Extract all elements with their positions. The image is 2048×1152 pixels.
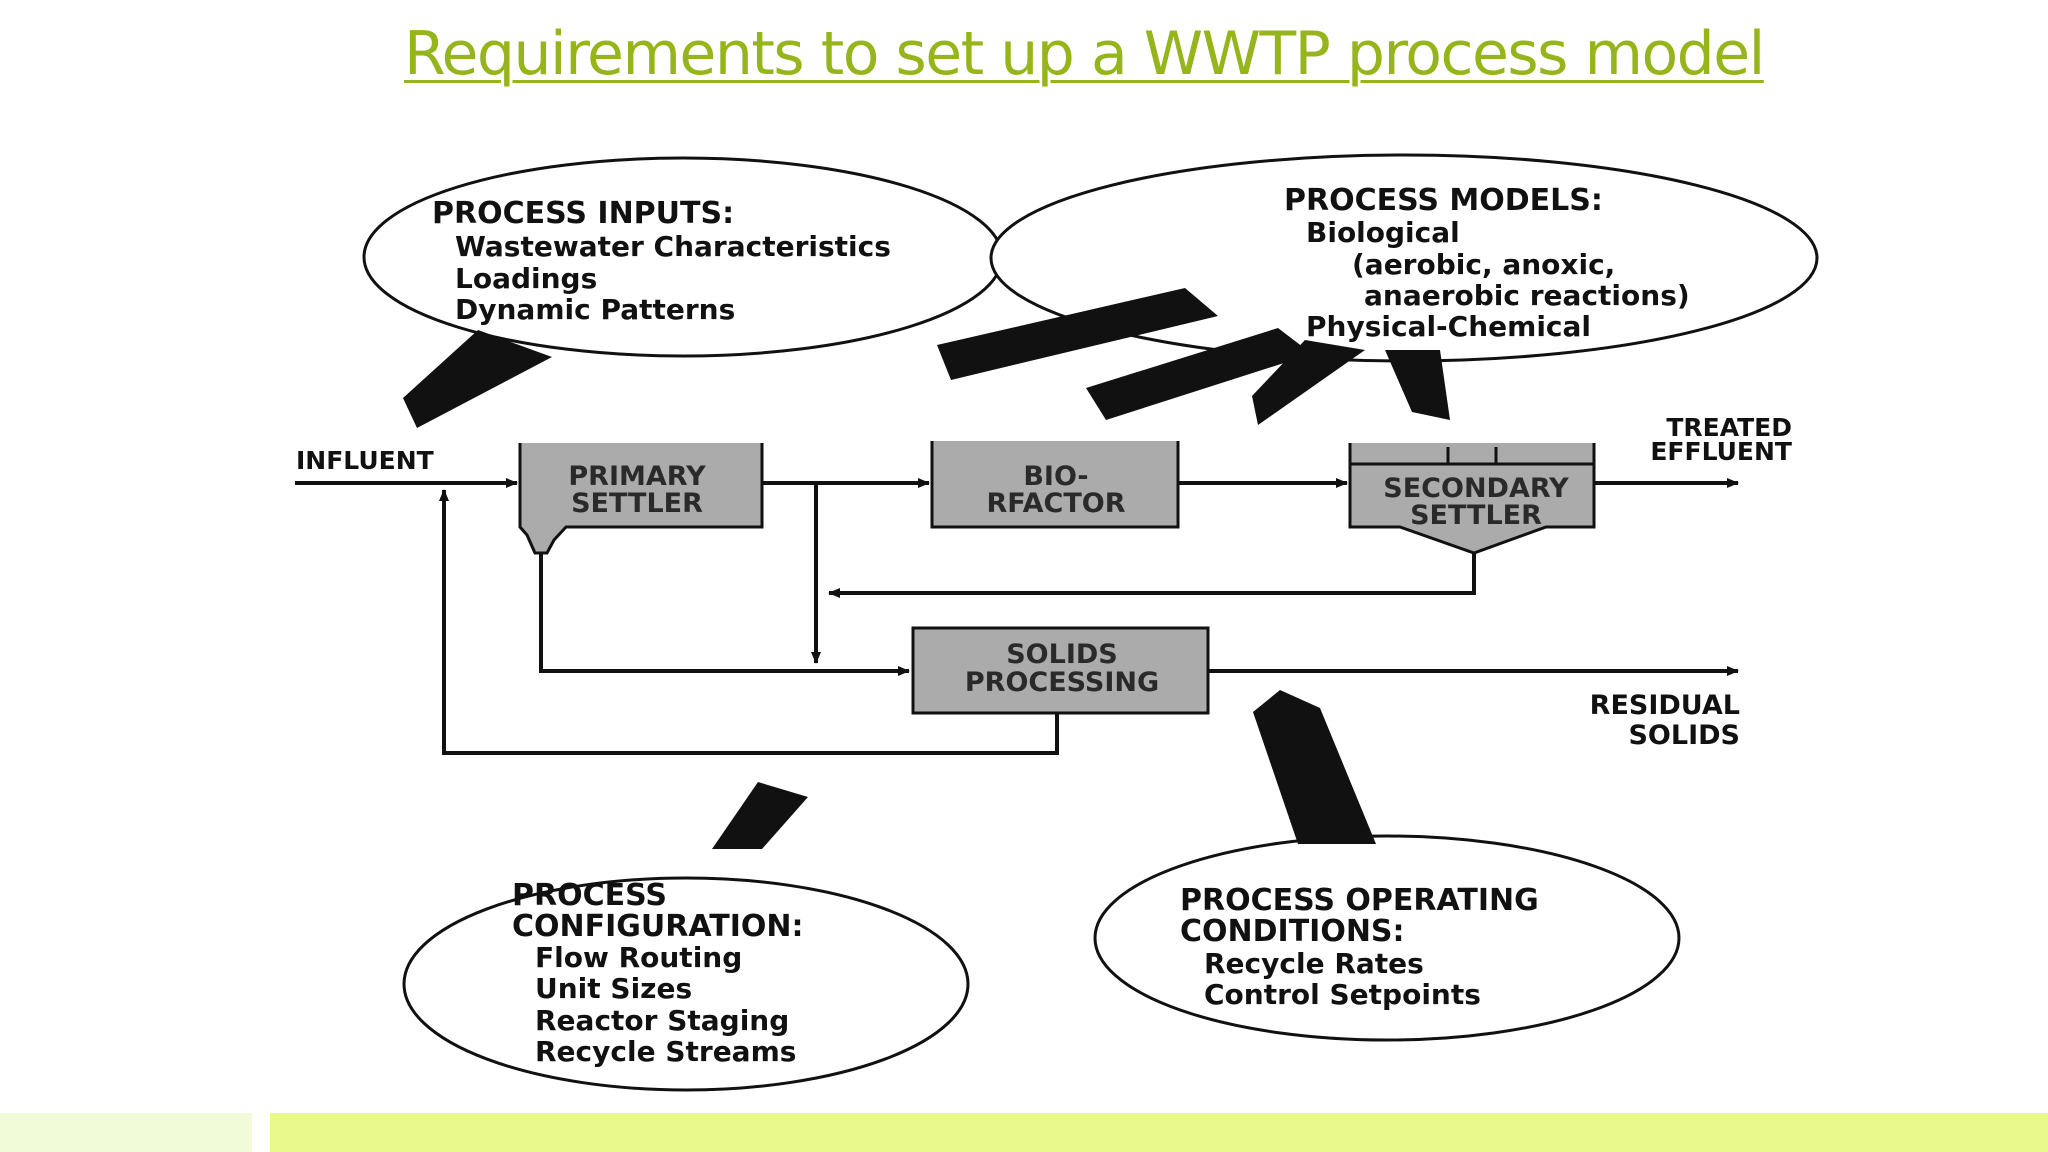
process-configuration-item: Unit Sizes bbox=[535, 972, 692, 1005]
bioreactor-label: RFACTOR bbox=[986, 488, 1125, 519]
residual-solids-label: RESIDUAL bbox=[1590, 690, 1740, 721]
process-models-line: (aerobic, anoxic, bbox=[1352, 248, 1615, 281]
process-operating-conditions-item: Recycle Rates bbox=[1204, 947, 1424, 980]
configuration-wedge-arrow bbox=[712, 782, 808, 849]
process-configuration-heading: CONFIGURATION: bbox=[512, 909, 804, 944]
process-inputs-item: Wastewater Characteristics bbox=[455, 230, 891, 263]
slide-title: Requirements to set up a WWTP process mo… bbox=[404, 19, 1765, 89]
primary-settler-box bbox=[518, 443, 764, 555]
treated-effluent-label: TREATED bbox=[1666, 413, 1792, 442]
process-models-line: anaerobic reactions) bbox=[1364, 279, 1690, 312]
process-inputs-item: Dynamic Patterns bbox=[455, 293, 735, 326]
operating-conditions-wedge-arrow bbox=[1253, 690, 1376, 844]
primary-settler-label: PRIMARY bbox=[568, 461, 706, 492]
primary-sludge-line bbox=[539, 553, 910, 676]
process-configuration-item: Flow Routing bbox=[535, 941, 742, 974]
solids-processing-label: SOLIDS bbox=[1006, 639, 1118, 670]
primary-settler-label: SETTLER bbox=[571, 488, 703, 519]
models-wedge-arrow-3 bbox=[1252, 340, 1365, 425]
models-wedge-arrow-4 bbox=[1385, 350, 1450, 420]
process-models-heading: PROCESS MODELS: bbox=[1284, 183, 1603, 218]
bioreactor-label: BIO- bbox=[1023, 461, 1088, 492]
process-operating-conditions-heading: PROCESS OPERATING bbox=[1180, 883, 1539, 918]
process-operating-conditions-item: Control Setpoints bbox=[1204, 978, 1481, 1011]
process-configuration-item: Recycle Streams bbox=[535, 1035, 796, 1068]
process-inputs-item: Loadings bbox=[455, 262, 597, 295]
process-configuration-item: Reactor Staging bbox=[535, 1004, 789, 1037]
influent-label: INFLUENT bbox=[296, 446, 434, 475]
solids-recycle-line bbox=[439, 489, 1059, 755]
models-wedge-arrow-2 bbox=[1086, 328, 1312, 420]
process-configuration-heading: PROCESS bbox=[512, 878, 667, 913]
process-configuration-ellipse bbox=[402, 876, 970, 1092]
inputs-wedge-arrow bbox=[403, 330, 552, 428]
footer-bar-left bbox=[0, 1113, 252, 1152]
secondary-return-line bbox=[828, 553, 1476, 598]
solids-processing-label: PROCESSING bbox=[965, 667, 1159, 698]
residual-solids-label: SOLIDS bbox=[1628, 720, 1740, 751]
models-wedge-arrow-1 bbox=[937, 288, 1218, 380]
process-models-line: Biological bbox=[1306, 216, 1460, 249]
process-operating-conditions-heading: CONDITIONS: bbox=[1180, 914, 1405, 949]
process-models-line: Physical-Chemical bbox=[1306, 310, 1591, 343]
treated-effluent-label: EFFLUENT bbox=[1650, 437, 1792, 466]
secondary-settler-label: SETTLER bbox=[1410, 500, 1542, 531]
process-inputs-heading: PROCESS INPUTS: bbox=[432, 196, 734, 231]
secondary-settler-label: SECONDARY bbox=[1383, 473, 1569, 504]
process-operating-conditions-ellipse bbox=[1093, 834, 1681, 1042]
footer-bar-right bbox=[270, 1113, 2048, 1152]
